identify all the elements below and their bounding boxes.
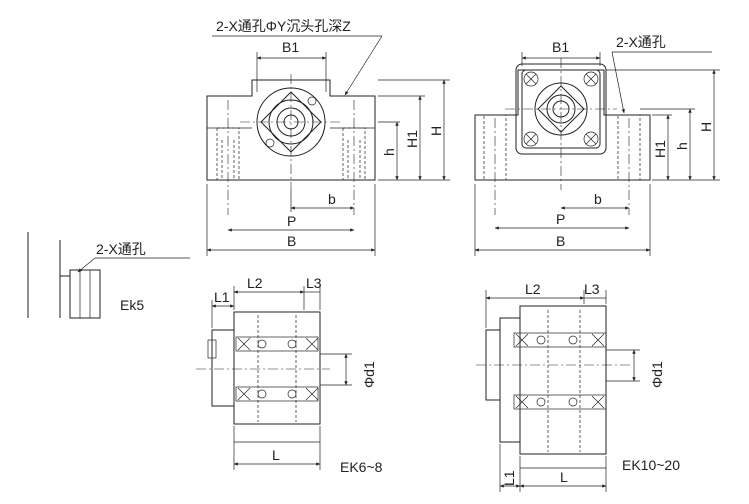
label-l2-left: L2 bbox=[247, 275, 263, 291]
bearing-row-bottom bbox=[235, 386, 319, 402]
label-l3-left: L3 bbox=[306, 275, 322, 291]
label-d1-right: Φd1 bbox=[649, 361, 665, 388]
label-ek5: Ek5 bbox=[120, 297, 144, 313]
front-view-left bbox=[206, 74, 376, 215]
label-h-right: H bbox=[698, 122, 714, 132]
label-hsmall-left: h bbox=[381, 148, 397, 156]
label-b1-right: B1 bbox=[552, 39, 569, 55]
dims-right-bottom: L2 L3 L1 L Φd1 EK10~20 bbox=[485, 281, 680, 492]
label-ek68: EK6~8 bbox=[340, 459, 383, 475]
label-l-left: L bbox=[272, 447, 280, 463]
label-l2-right: L2 bbox=[525, 281, 541, 297]
label-hsmall-right: h bbox=[674, 142, 690, 150]
ek5-note: 2-X通孔 bbox=[96, 241, 146, 257]
bearing-row-bottom-right bbox=[513, 394, 607, 410]
label-l3-right: L3 bbox=[584, 281, 600, 297]
top-view-left bbox=[196, 311, 330, 425]
label-h1-left: H1 bbox=[404, 130, 420, 148]
label-p-left: P bbox=[287, 213, 296, 229]
bearing-row-top bbox=[235, 336, 319, 352]
label-h1-right: H1 bbox=[652, 140, 668, 158]
label-b-small-left: b bbox=[328, 191, 336, 207]
label-p-right: P bbox=[556, 211, 565, 227]
ek5-view: 2-X通孔 Ek5 bbox=[27, 232, 190, 319]
front-view-right bbox=[474, 58, 651, 215]
top-view-right bbox=[476, 305, 630, 455]
label-h-left: H bbox=[428, 126, 444, 136]
bearing-row-top-right bbox=[513, 332, 607, 348]
label-d1-left: Φd1 bbox=[361, 361, 377, 388]
label-b-left: B bbox=[287, 233, 296, 249]
dims-left-top: B1 2-X通孔ΦY沉头孔深Z H H1 h b P B bbox=[206, 18, 450, 256]
label-b-small-right: b bbox=[594, 191, 602, 207]
label-l1-right: L1 bbox=[501, 470, 517, 486]
label-b-right: B bbox=[556, 233, 565, 249]
dims-left-bottom: L2 L3 L1 L Φd1 EK6~8 bbox=[211, 275, 383, 475]
label-l-right: L bbox=[560, 469, 568, 485]
label-ek1020: EK10~20 bbox=[622, 457, 680, 473]
label-b1-left: B1 bbox=[282, 39, 299, 55]
label-l1-left: L1 bbox=[214, 289, 230, 305]
dims-right-top: B1 2-X通孔 H H1 h b P B bbox=[474, 34, 720, 256]
top-note: 2-X通孔ΦY沉头孔深Z bbox=[216, 18, 351, 34]
right-note: 2-X通孔 bbox=[616, 34, 666, 50]
